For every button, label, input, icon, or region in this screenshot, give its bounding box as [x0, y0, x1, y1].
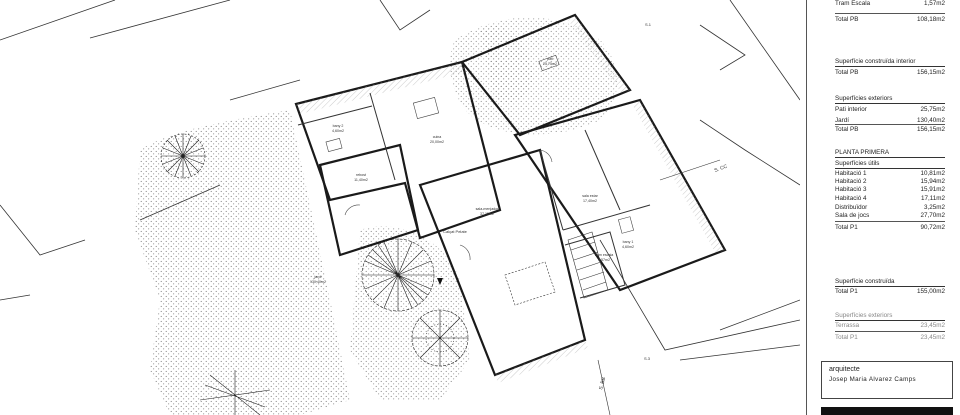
tree-bottom [199, 370, 271, 415]
room-escala-area: 1,57m2 [598, 258, 610, 262]
section-cc-label: S. CC [714, 164, 729, 174]
p1-row: Distribuïdor 3,25m2 [835, 204, 945, 211]
exterior-row-pati: Pati interior 25,75m2 [835, 106, 945, 113]
room-sala-menjador-area: 37,15m2 [480, 212, 494, 216]
p1-row: Sala de jocs 27,70m2 [835, 212, 945, 219]
ext2-total-row: Total P1 23,45m2 [835, 334, 945, 341]
room-bany-right-area: 4,60m2 [622, 245, 634, 249]
tree-big [361, 238, 435, 312]
room-cuina-name: cuina [433, 135, 442, 139]
p1-row: Habitació 3 15,91m2 [835, 186, 945, 193]
architect-box: arquitecte Josep Maria Alvarez Camps [821, 361, 953, 399]
room-bany-left-area: 4,60m2 [332, 129, 344, 133]
room-rebost-area: 11,40m2 [354, 178, 368, 182]
room-labels: bany 2 4,60m2 cuina 20,00m2 rebost 11,40… [310, 57, 634, 284]
pb-total-row: Total PB 108,18m2 [835, 16, 945, 23]
room-jardi-area: 130,40m2 [310, 280, 326, 284]
building-walls [294, 13, 727, 377]
partitions [297, 92, 651, 299]
fixtures [325, 54, 634, 261]
surface-table-panel: Tram Escala 1,57m2 Total PB 108,18m2 Sup… [806, 0, 960, 415]
exterior-row-jardi: Jardí 130,40m2 [835, 117, 945, 124]
architect-label: arquitecte [829, 366, 860, 373]
built-heading: Superfície construïda [835, 278, 945, 287]
s3-label: S.3 [644, 356, 651, 361]
p1-total-row: Total P1 90,72m2 [835, 224, 945, 231]
garden-areas [135, 17, 617, 415]
calcat-label: Calçat Pelate [443, 229, 468, 234]
pb-row-stair: Tram Escala 1,57m2 [835, 0, 945, 7]
room-bany-left-name: bany 2 [333, 124, 344, 128]
ext2-heading: Superfícies exteriors [835, 312, 945, 321]
room-sala-estar-area: 17,40m2 [583, 199, 597, 203]
room-escala-name: tram escala [595, 253, 614, 257]
p1-subheading: Superfícies útils [835, 160, 945, 169]
north-arrow-icon [437, 278, 443, 285]
room-sala-menjador-name: sala-menjador [476, 207, 500, 211]
tree-small [411, 309, 469, 367]
room-cuina-area: 20,00m2 [430, 140, 444, 144]
stairs [504, 231, 609, 306]
room-patio-area: 25,75m2 [543, 62, 557, 66]
p1-row: Habitació 4 17,11m2 [835, 195, 945, 202]
exterior-heading: Superfícies exteriors [835, 95, 945, 104]
p1-heading: PLANTA PRIMERA [835, 149, 945, 158]
section-bb-label: S. BB [598, 376, 607, 391]
room-bany-right-name: bany 1 [623, 240, 634, 244]
interior-heading: Superfície construïda interior [835, 58, 945, 67]
room-jardi-name: jardí [314, 275, 322, 279]
ext2-row-terrassa: Terrassa 23,45m2 [835, 322, 945, 329]
s1-label: S.1 [645, 22, 652, 27]
stone-wall-texture [296, 15, 725, 383]
section-markers: S. CC S. BB S.3 S.1 [437, 22, 729, 415]
trees [160, 133, 469, 415]
footer-bar [821, 407, 953, 415]
built-total-row: Total P1 155,00m2 [835, 288, 945, 295]
interior-total-row: Total PB 156,15m2 [835, 69, 945, 76]
floor-plan: bany 2 4,60m2 cuina 20,00m2 rebost 11,40… [0, 0, 800, 415]
p1-row: Habitació 1 10,81m2 [835, 170, 945, 177]
room-sala-estar-name: sala estar [582, 194, 598, 198]
room-patio-name: pati [547, 57, 553, 61]
room-rebost-name: rebost [356, 173, 366, 177]
exterior-total-row: Total PB 156,15m2 [835, 126, 945, 133]
parcel-lines [0, 0, 800, 361]
tree-left [160, 133, 206, 179]
architect-name: Josep Maria Alvarez Camps [829, 376, 917, 383]
p1-row: Habitació 2 15,94m2 [835, 178, 945, 185]
